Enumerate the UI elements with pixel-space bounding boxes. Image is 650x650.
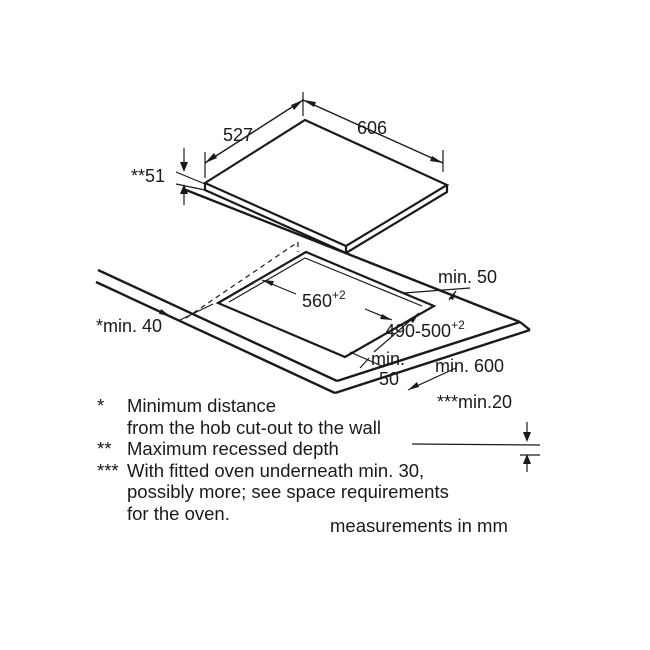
legend-text: Maximum recessed depth [127, 438, 339, 459]
legend-item: ** Maximum recessed depth [97, 438, 449, 460]
dim-wall-min [141, 302, 214, 321]
cutout-width-value: 560 [302, 291, 332, 311]
dim-front-min [349, 351, 385, 369]
legend-mark: * [97, 395, 105, 416]
worktop-front-edge [95, 280, 336, 395]
footnote-legend: * Minimum distance from the hob cut-out … [97, 395, 449, 524]
dim-hob-width [302, 99, 444, 172]
legend-mark: *** [97, 459, 119, 481]
cutout [215, 250, 437, 359]
label-cutout-width: 560+2 [302, 288, 346, 311]
dim-oven-min [411, 422, 541, 472]
projection-lines [185, 241, 299, 319]
label-worktop-min: min. 600 [435, 356, 504, 376]
label-cutout-depth: 490-500+2 [385, 318, 465, 341]
cutout-depth-value: 490-500 [385, 321, 451, 341]
label-wall-min: *min. 40 [96, 316, 162, 336]
cutout-depth-tolerance: +2 [451, 318, 465, 332]
worktop-wall-edge [185, 188, 521, 324]
legend-mark: ** [97, 438, 112, 459]
label-front-min-line2: 50 [379, 369, 399, 389]
legend-item: * Minimum distance from the hob cut-out … [97, 395, 449, 438]
label-rear-min: min. 50 [438, 267, 497, 287]
worktop-side-lower-edge [334, 328, 531, 395]
worktop-back-edge [97, 268, 338, 383]
legend-text: With fitted oven underneath min. 30, pos… [127, 459, 449, 524]
dim-cutout-depth [373, 312, 420, 353]
cutout-width-tolerance: +2 [332, 288, 346, 302]
dim-rear-min [403, 287, 471, 301]
legend-item: *** With fitted oven underneath min. 30,… [97, 460, 449, 525]
dim-hob-depth [204, 92, 304, 178]
worktop-side-edge [336, 320, 521, 383]
label-front-min-line1: min. [371, 349, 405, 369]
label-recessed-depth: **51 [131, 166, 165, 186]
units-note: measurements in mm [330, 515, 508, 536]
dim-recessed-depth [175, 148, 206, 205]
dim-worktop-min [407, 367, 457, 391]
label-oven-min: ***min.20 [437, 392, 512, 412]
legend-text: Minimum distance from the hob cut-out to… [127, 395, 381, 438]
hob-edge [203, 183, 449, 255]
dim-cutout-width [261, 279, 393, 321]
label-hob-width: 606 [357, 118, 387, 138]
worktop [95, 188, 531, 395]
label-hob-depth: 527 [223, 125, 253, 145]
cutout-outline [215, 250, 437, 359]
cutout-inner-edge [228, 257, 423, 307]
